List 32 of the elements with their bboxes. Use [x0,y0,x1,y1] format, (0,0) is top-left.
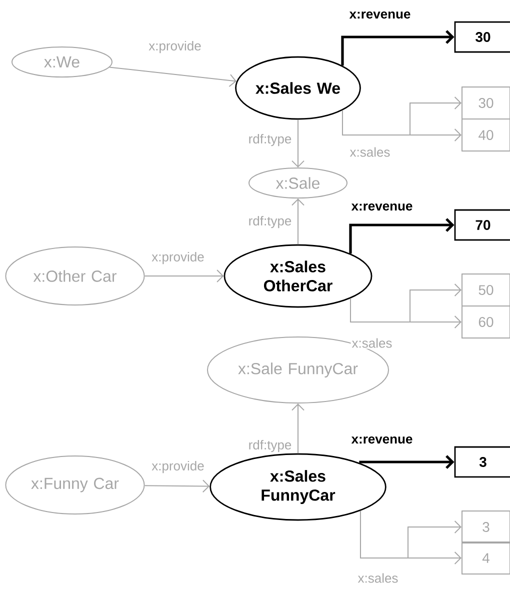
edge-label: rdf:type [247,214,293,230]
arrow [292,119,304,168]
arrow [144,480,210,493]
edge-label: rdf:type [247,132,293,148]
value-box: 30 [462,86,510,120]
value-box: 60 [462,306,510,338]
arrow [144,270,224,282]
edge-label: x:revenue [350,435,414,445]
edge-label: x:provide [150,250,206,266]
arrow [349,218,454,254]
edge-label: x:sales [348,146,392,158]
arrow [292,198,304,245]
edge-label: x:provide [148,40,202,54]
value-box: 50 [462,274,510,306]
value-box: 3 [462,510,510,544]
value-box: 70 [454,209,510,241]
arrow [292,404,304,454]
value-box: 3 [454,446,510,478]
edge-label: x:revenue [350,202,414,212]
arrow [109,66,237,87]
edge-label: x:revenue [348,10,412,20]
arrow [359,455,454,469]
arrow [342,110,462,142]
value-box: 40 [462,118,510,152]
value-box: 30 [454,21,510,53]
edge-label: x:sales [350,337,394,349]
arrow [350,298,462,328]
edge-label: x:sales [356,572,400,584]
edge-label: rdf:type [247,438,293,454]
value-box: 4 [462,542,510,574]
edge-label: x:provide [150,460,206,474]
arrow [341,30,454,66]
